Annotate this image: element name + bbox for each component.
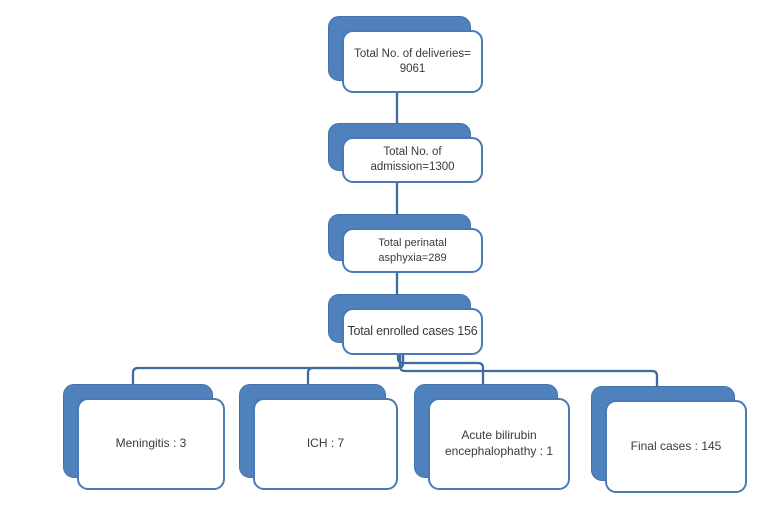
node-card: Final cases : 145 bbox=[605, 400, 747, 493]
node-ich: ICH : 7 bbox=[239, 384, 398, 490]
node-card: Total No. of deliveries= 9061 bbox=[342, 30, 483, 93]
node-card: ICH : 7 bbox=[253, 398, 398, 490]
node-label: ICH : 7 bbox=[306, 436, 345, 451]
connector-enrolled-ich bbox=[306, 355, 405, 384]
node-label: Total enrolled cases 156 bbox=[347, 324, 478, 339]
node-perinatal-asphyxia: Total perinatal asphyxia=289 bbox=[328, 214, 483, 273]
node-label: Meningitis : 3 bbox=[115, 436, 187, 451]
node-card: Total No. of admission=1300 bbox=[342, 137, 483, 183]
node-total-deliveries: Total No. of deliveries= 9061 bbox=[328, 16, 483, 93]
node-acute-bilirubin-encephalopathy: Acute bilirubin encephalophathy : 1 bbox=[414, 384, 570, 490]
connector-enrolled-final bbox=[398, 355, 659, 387]
connector-enrolled-bilirubin bbox=[396, 355, 485, 385]
node-card: Total enrolled cases 156 bbox=[342, 308, 483, 355]
node-label: Final cases : 145 bbox=[630, 438, 722, 453]
node-label: Acute bilirubin encephalophathy : 1 bbox=[444, 428, 554, 458]
node-final-cases: Final cases : 145 bbox=[591, 386, 747, 493]
node-enrolled-cases: Total enrolled cases 156 bbox=[328, 294, 483, 355]
node-card: Total perinatal asphyxia=289 bbox=[342, 228, 483, 273]
node-label: Total No. of deliveries= 9061 bbox=[354, 47, 471, 75]
node-label: Total perinatal asphyxia=289 bbox=[378, 237, 447, 264]
connector-enrolled-meningitis bbox=[131, 355, 405, 384]
node-label: Total No. of admission=1300 bbox=[370, 146, 455, 173]
node-card: Acute bilirubin encephalophathy : 1 bbox=[428, 398, 570, 490]
node-card: Meningitis : 3 bbox=[77, 398, 225, 490]
node-total-admission: Total No. of admission=1300 bbox=[328, 123, 483, 183]
node-meningitis: Meningitis : 3 bbox=[63, 384, 225, 490]
